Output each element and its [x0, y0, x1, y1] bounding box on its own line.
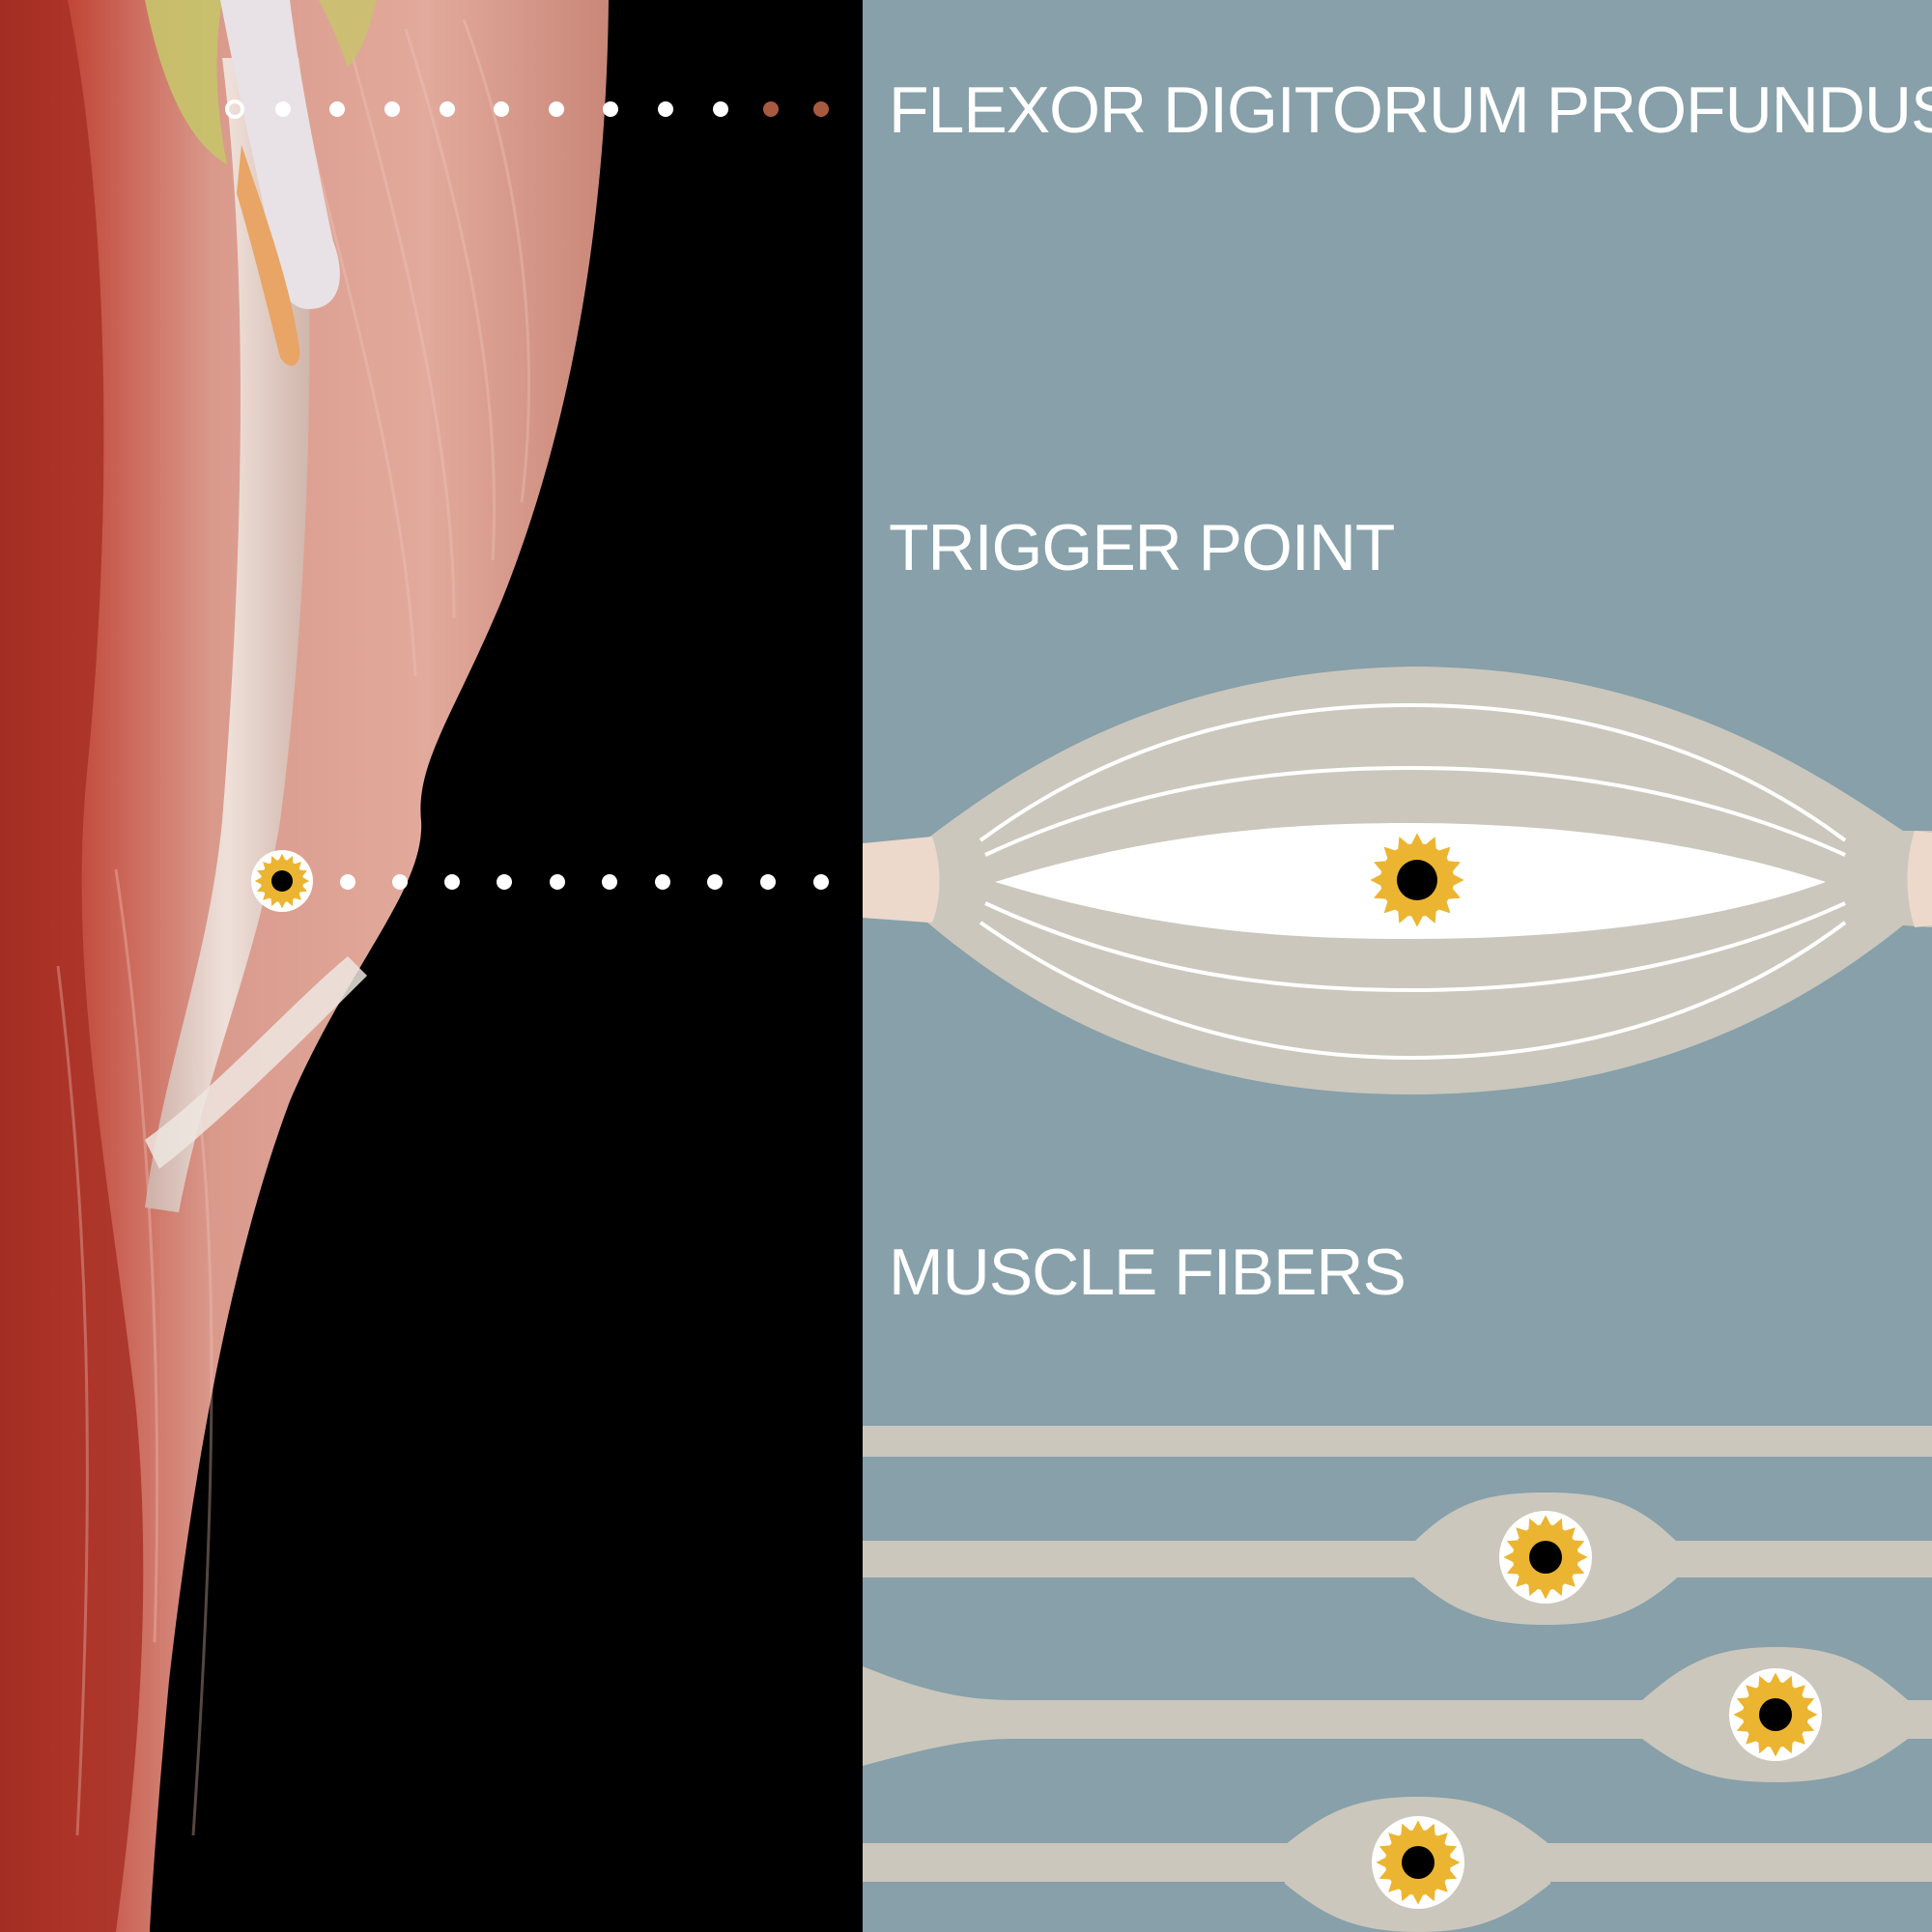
leader-line-muscle-name — [225, 99, 829, 119]
muscle-fibers-diagram — [863, 1426, 1932, 1932]
leader-accent-dot — [813, 101, 829, 117]
leader-line-trigger-point — [251, 850, 829, 912]
muscle-fibers-label: MUSCLE FIBERS — [889, 1236, 1406, 1309]
muscle-fiber — [863, 1426, 1932, 1457]
trigger-point-label: TRIGGER POINT — [889, 511, 1395, 584]
sunburst-icon — [254, 853, 310, 909]
leader-accent-dot — [763, 101, 779, 117]
muscle-fiber — [863, 1492, 1932, 1625]
muscle-belly-diagram — [863, 667, 1932, 1094]
forearm-muscle-illustration — [0, 0, 609, 1932]
leader-origin-ring — [225, 99, 244, 119]
muscle-fiber — [863, 1797, 1932, 1932]
muscle-name-label: FLEXOR DIGITORUM PROFUNDUS — [889, 73, 1932, 147]
sunburst-icon — [1376, 1820, 1461, 1905]
sunburst-icon — [1370, 833, 1464, 927]
sunburst-icon — [1503, 1515, 1588, 1600]
sunburst-icon — [1733, 1672, 1818, 1757]
muscle-fiber — [863, 1647, 1932, 1782]
